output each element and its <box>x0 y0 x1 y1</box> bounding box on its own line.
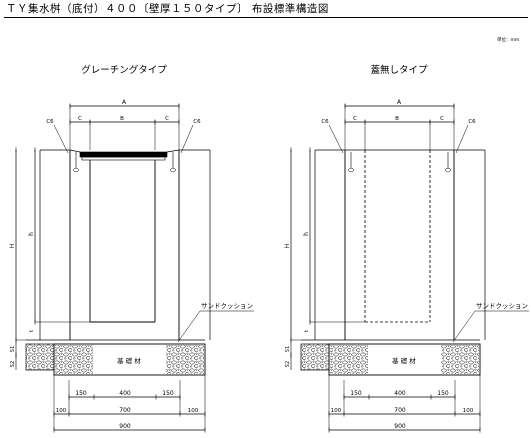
foundation-label: 基 礎 材 <box>117 356 141 365</box>
dim-label-B: B <box>395 116 399 122</box>
grating <box>79 151 168 158</box>
dim-label-H: H <box>284 244 291 249</box>
dim-row2-left: 100 <box>56 408 67 414</box>
gravel-fill-right <box>441 345 479 374</box>
anchor-hook <box>72 167 80 173</box>
gravel-fill-left <box>330 345 368 374</box>
chamfer-label-C6: C6 <box>468 119 476 125</box>
dim-row1-center: 400 <box>394 390 406 397</box>
dim-label-C: C <box>78 116 82 122</box>
gravel-fill-outer <box>300 343 330 371</box>
dim-label-S2: S2 <box>285 361 291 367</box>
view-title: グレーチングタイプ <box>81 64 167 76</box>
gravel-fill-left <box>55 345 93 374</box>
view-title: 蓋無しタイプ <box>370 64 428 76</box>
dim-row3-total: 900 <box>119 423 131 430</box>
dim-row1-center: 400 <box>119 390 131 397</box>
gravel-fill-right <box>166 345 204 374</box>
dim-label-B: B <box>120 116 124 122</box>
dim-label-A: A <box>122 99 127 106</box>
chamfer-label-C6: C6 <box>46 119 54 125</box>
leader-line <box>53 124 69 154</box>
dim-row1-right: 150 <box>437 390 449 397</box>
dim-row1-right: 150 <box>162 390 174 397</box>
gravel-fill-outer <box>25 343 55 371</box>
drawing-title: ＴＹ集水桝（底付）４００〔壁厚１５０タイプ〕 布設標準構造図 <box>6 3 329 15</box>
sand-cushion-label: サンドクッション <box>201 302 253 310</box>
dim-label-C: C <box>165 116 169 122</box>
dim-row3-total: 900 <box>394 423 406 430</box>
dim-label-t: t <box>304 329 310 332</box>
leader-line <box>180 124 194 154</box>
dim-label-S2: S2 <box>10 361 16 367</box>
grating-seat <box>69 149 81 153</box>
dim-label-H: H <box>9 244 16 249</box>
dim-row2-left: 100 <box>331 408 342 414</box>
dim-row2-center: 700 <box>119 407 131 414</box>
dim-label-A: A <box>397 99 402 106</box>
unit-label: 単位：mm <box>497 38 520 43</box>
anchor-hook <box>444 167 452 173</box>
anchor-hook <box>169 167 177 173</box>
dim-label-C: C <box>353 116 357 122</box>
dim-label-C: C <box>440 116 444 122</box>
dim-row2-center: 700 <box>394 407 406 414</box>
dim-row1-left: 150 <box>75 390 87 397</box>
foundation-label: 基 礎 材 <box>392 356 416 365</box>
sand-cushion-label: サンドクッション <box>476 302 528 310</box>
leader-line <box>328 124 344 154</box>
anchor-hook <box>347 167 355 173</box>
chamfer-label-C6: C6 <box>321 119 329 125</box>
leader-line <box>455 124 469 154</box>
dim-row2-right: 100 <box>463 408 474 414</box>
dim-label-S1: S1 <box>10 346 16 352</box>
sand-cushion-leader <box>452 310 476 343</box>
title-underline <box>4 17 528 18</box>
grating-seat <box>166 149 180 153</box>
dim-label-S1: S1 <box>285 346 291 352</box>
dim-row2-right: 100 <box>188 408 199 414</box>
dim-label-h: h <box>303 232 310 236</box>
grating-frame <box>81 156 166 161</box>
dim-row1-left: 150 <box>350 390 362 397</box>
sand-cushion-leader <box>177 310 201 343</box>
chamfer-label-C6: C6 <box>193 119 201 125</box>
dim-label-t: t <box>29 329 35 332</box>
dim-label-h: h <box>28 232 35 236</box>
